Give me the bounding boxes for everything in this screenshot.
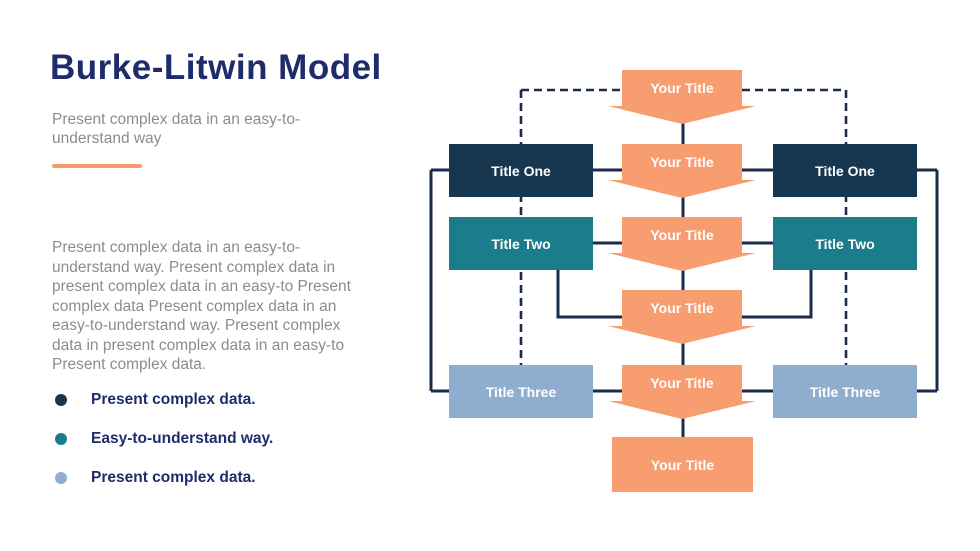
arrow-label: Your Title [650, 375, 714, 391]
bullet-label: Easy-to-understand way. [91, 430, 274, 447]
accent-divider [52, 164, 142, 168]
title-two-right-box: Title Two [773, 217, 917, 270]
arrow-label: Your Title [650, 300, 714, 316]
list-item: Present complex data. [55, 391, 273, 408]
your-title-box: Your Title [612, 437, 753, 492]
bullet-dot-icon [55, 433, 67, 445]
arrow-label: Your Title [650, 227, 714, 243]
title-one-right-box: Title One [773, 144, 917, 197]
title-three-left-box: Title Three [449, 365, 593, 418]
bullet-dot-icon [55, 472, 67, 484]
arrow-label: Your Title [650, 154, 714, 170]
bullet-label: Present complex data. [91, 391, 256, 408]
list-item: Present complex data. [55, 469, 273, 486]
arrow-label: Your Title [650, 80, 714, 96]
subtitle: Present complex data in an easy-to-under… [52, 111, 301, 147]
body-paragraph: Present complex data in an easy-to-under… [52, 239, 351, 373]
list-item: Easy-to-understand way. [55, 430, 274, 447]
page-title: Burke-Litwin Model [50, 48, 382, 87]
bullet-dot-icon [55, 394, 67, 406]
title-two-left-box: Title Two [449, 217, 593, 270]
title-one-left-box: Title One [449, 144, 593, 197]
burke-litwin-diagram: Your Title Your Title Your Title Your Ti… [420, 55, 950, 500]
bullet-list: Present complex data. Easy-to-understand… [55, 391, 274, 509]
title-three-right-box: Title Three [773, 365, 917, 418]
bullet-label: Present complex data. [91, 469, 256, 486]
